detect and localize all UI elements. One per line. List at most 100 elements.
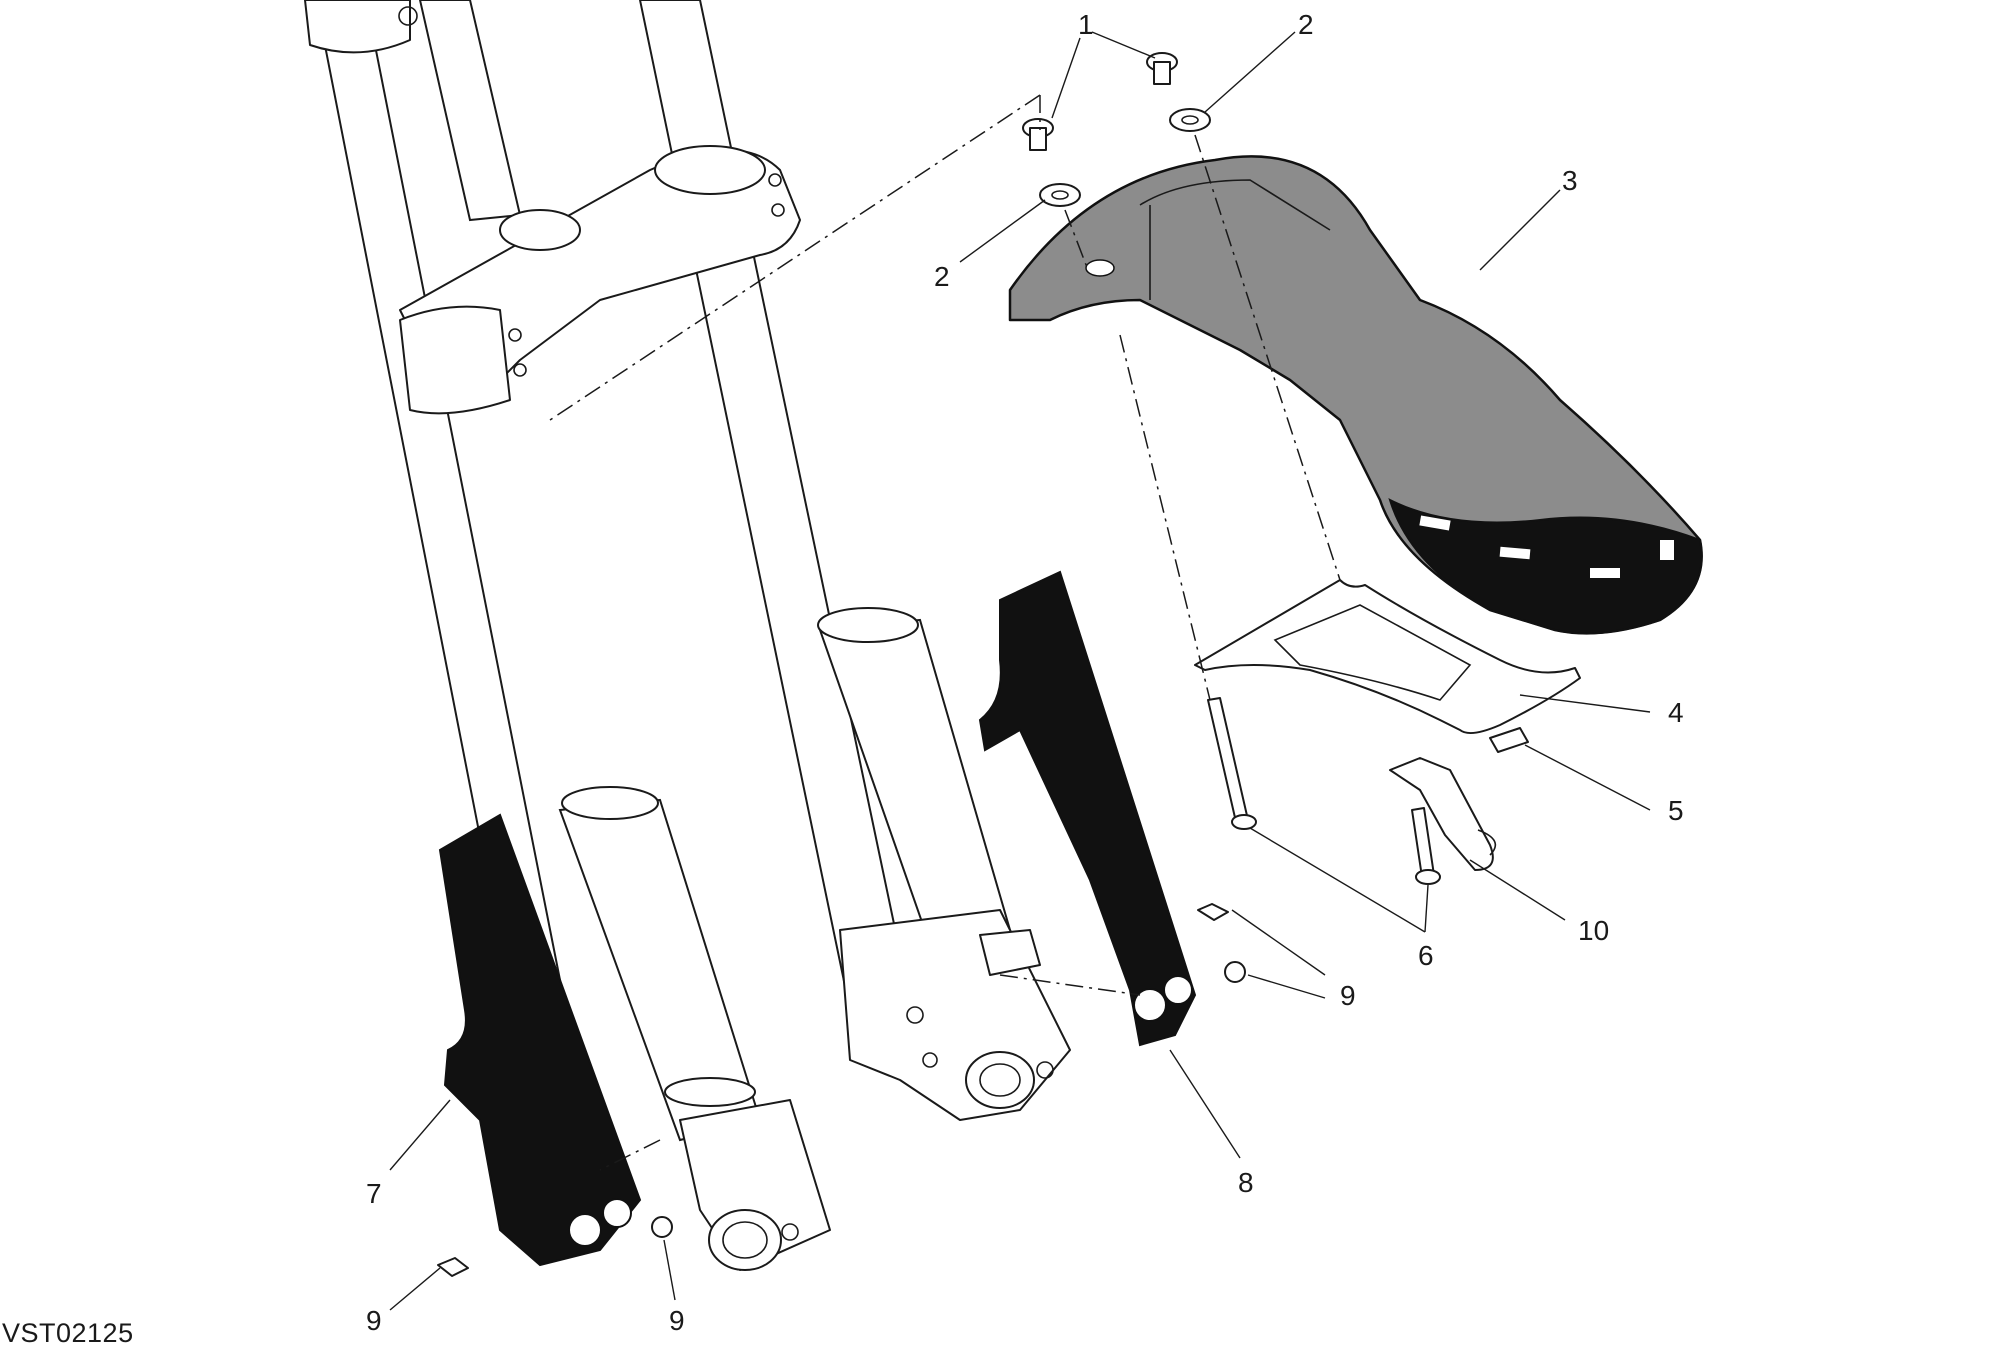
callout-3: 3: [1562, 165, 1578, 196]
bracket-cutout: [1273, 604, 1472, 701]
leader-1b: [1091, 31, 1156, 59]
assembly-lines: [549, 94, 1341, 1171]
right-clamp-collar: [654, 145, 766, 195]
left-clamp-collar: [399, 305, 511, 415]
mudguard-mount-hole: [1085, 259, 1115, 277]
right-fork-assembly: [817, 607, 1071, 1121]
screw-9-mid-right: [1224, 961, 1246, 983]
screw-9-left-head: [437, 1257, 469, 1277]
fork-guard-left-hole-lower: [602, 1198, 632, 1228]
left-foot-pinch-bolt: [781, 1223, 799, 1241]
callout-1: 1: [1078, 9, 1094, 40]
screw-9-left-right: [651, 1216, 673, 1238]
right-axle-hole-inner: [979, 1063, 1021, 1097]
mudguard-vent-4: [1660, 540, 1674, 560]
leader-9c: [389, 1267, 441, 1311]
grommet-2-left: [1039, 183, 1081, 207]
callout-4: 4: [1668, 697, 1684, 728]
dash-grommet-to-hole: [1064, 209, 1089, 271]
screw-6-right-head: [1415, 869, 1441, 885]
callout-9-bottom-middle: 9: [669, 1305, 685, 1336]
leader-1a: [1051, 37, 1081, 119]
dash-right-grommet-to-bracket: [1194, 134, 1341, 581]
mudguard-body: [1008, 155, 1703, 635]
right-fork-seal: [817, 607, 919, 643]
mudguard-vent-1: [1419, 515, 1451, 531]
screw-6-right-shank: [1411, 807, 1435, 878]
callout-8: 8: [1238, 1167, 1254, 1198]
screws: [1207, 697, 1441, 885]
bush-1-left-shank: [1029, 127, 1047, 151]
leader-8: [1169, 1049, 1241, 1159]
clamp-bolt-2: [513, 363, 527, 377]
leader-6b: [1424, 884, 1429, 933]
drawing-code: VST02125: [2, 1318, 134, 1348]
caliper-bolt-hole-2: [922, 1052, 938, 1068]
callout-7: 7: [366, 1178, 382, 1209]
steering-stem: [418, 0, 522, 222]
fork-guard-left: [438, 813, 642, 1267]
right-foot-bolt: [1036, 1061, 1054, 1079]
dash-fork-to-guard: [999, 974, 1141, 996]
left-fork-seal: [561, 786, 659, 820]
screw-6-left-head: [1231, 814, 1257, 830]
bush-1-right-shank: [1153, 61, 1171, 85]
leader-5: [1524, 744, 1651, 811]
dash-left-fork-to-guard: [599, 1139, 661, 1171]
callout-numbers: 1 2 2 3 4 5 6 7 8 9 9 9 10: [366, 9, 1684, 1336]
front-mudguard: [1008, 155, 1703, 635]
screw-9-upper-right: [1197, 903, 1229, 921]
clamp-bolt-4: [771, 203, 785, 217]
small-screws: [437, 903, 1246, 1277]
dash-mudguard-to-screw: [1119, 334, 1211, 701]
left-slider-lower-ring: [664, 1077, 756, 1107]
leader-2a: [1204, 31, 1296, 113]
leader-10: [1469, 859, 1566, 921]
leader-9a: [1231, 909, 1326, 976]
fork-guard-right: [978, 570, 1197, 1047]
mudguard-rear-dark: [1388, 498, 1703, 635]
grommet-2-right: [1169, 108, 1211, 132]
leader-2b: [959, 199, 1046, 263]
callout-6: 6: [1418, 940, 1434, 971]
caliper-bolt-hole: [906, 1006, 924, 1024]
left-axle-hole: [708, 1209, 782, 1271]
callout-10: 10: [1578, 915, 1609, 946]
leader-lines: [389, 31, 1651, 1311]
leader-4: [1519, 694, 1651, 713]
callout-2-top: 2: [1298, 9, 1314, 40]
mudguard-vent-2: [1499, 546, 1531, 560]
mudguard-vent-3: [1590, 568, 1620, 578]
top-clamp-left: [304, 0, 411, 54]
steering-nut: [499, 209, 581, 251]
screw-6-left-shank: [1207, 697, 1249, 823]
grommet-2-right-hole: [1181, 115, 1199, 125]
left-fork-upper-tube: [318, 19, 562, 992]
callout-9-bottom-left: 9: [366, 1305, 382, 1336]
left-fork-assembly: [304, 0, 912, 1271]
leader-3: [1479, 189, 1561, 271]
leader-7: [389, 1099, 451, 1171]
callout-2-left: 2: [934, 261, 950, 292]
right-fork-guard-boss: [979, 929, 1041, 976]
grommet-2-left-hole: [1051, 190, 1069, 200]
leader-9d: [663, 1239, 676, 1301]
mudguard-fasteners: [1022, 52, 1211, 207]
callout-5: 5: [1668, 795, 1684, 826]
leader-6a: [1249, 827, 1426, 933]
left-axle-hole-inner: [722, 1221, 768, 1259]
callout-9-right: 9: [1340, 980, 1356, 1011]
hose-clip-hook: [1477, 829, 1497, 856]
right-axle-hole: [965, 1051, 1035, 1109]
mudguard-bracket: [1194, 579, 1581, 735]
clamp-bolt-3: [768, 173, 782, 187]
right-fork-caliper-mount: [839, 909, 1071, 1121]
cage-nut: [1489, 727, 1529, 753]
fork-guard-right-hole-upper: [1133, 988, 1167, 1022]
fork-guard-left-hole-upper: [568, 1213, 602, 1247]
clamp-bolt-1: [508, 328, 522, 342]
mudguard-crease: [1139, 179, 1331, 231]
fork-guard-right-hole-lower: [1163, 975, 1193, 1005]
top-clamp-bolt: [398, 6, 418, 26]
